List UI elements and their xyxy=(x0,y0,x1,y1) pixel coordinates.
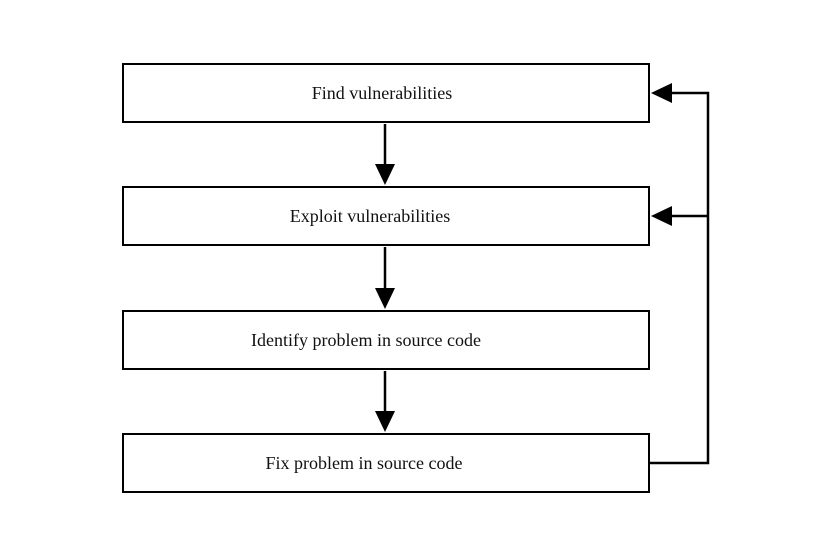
arrow-find-to-exploit xyxy=(375,124,395,185)
step-find-vulnerabilities: Find vulnerabilities xyxy=(122,63,650,123)
arrow-exploit-to-identify xyxy=(375,247,395,309)
feedback-loop xyxy=(650,83,710,465)
step-exploit-vulnerabilities: Exploit vulnerabilities xyxy=(122,186,650,246)
arrow-identify-to-fix xyxy=(375,371,395,432)
arrowhead-to-find xyxy=(651,83,672,103)
step-identify-problem: Identify problem in source code xyxy=(122,310,650,370)
arrowhead-to-exploit xyxy=(651,206,672,226)
step-label: Find vulnerabilities xyxy=(311,82,453,103)
step-label: Fix problem in source code xyxy=(265,452,463,473)
step-fix-problem: Fix problem in source code xyxy=(122,433,650,493)
step-label: Identify problem in source code xyxy=(251,329,481,350)
step-label: Exploit vulnerabilities xyxy=(289,205,451,226)
